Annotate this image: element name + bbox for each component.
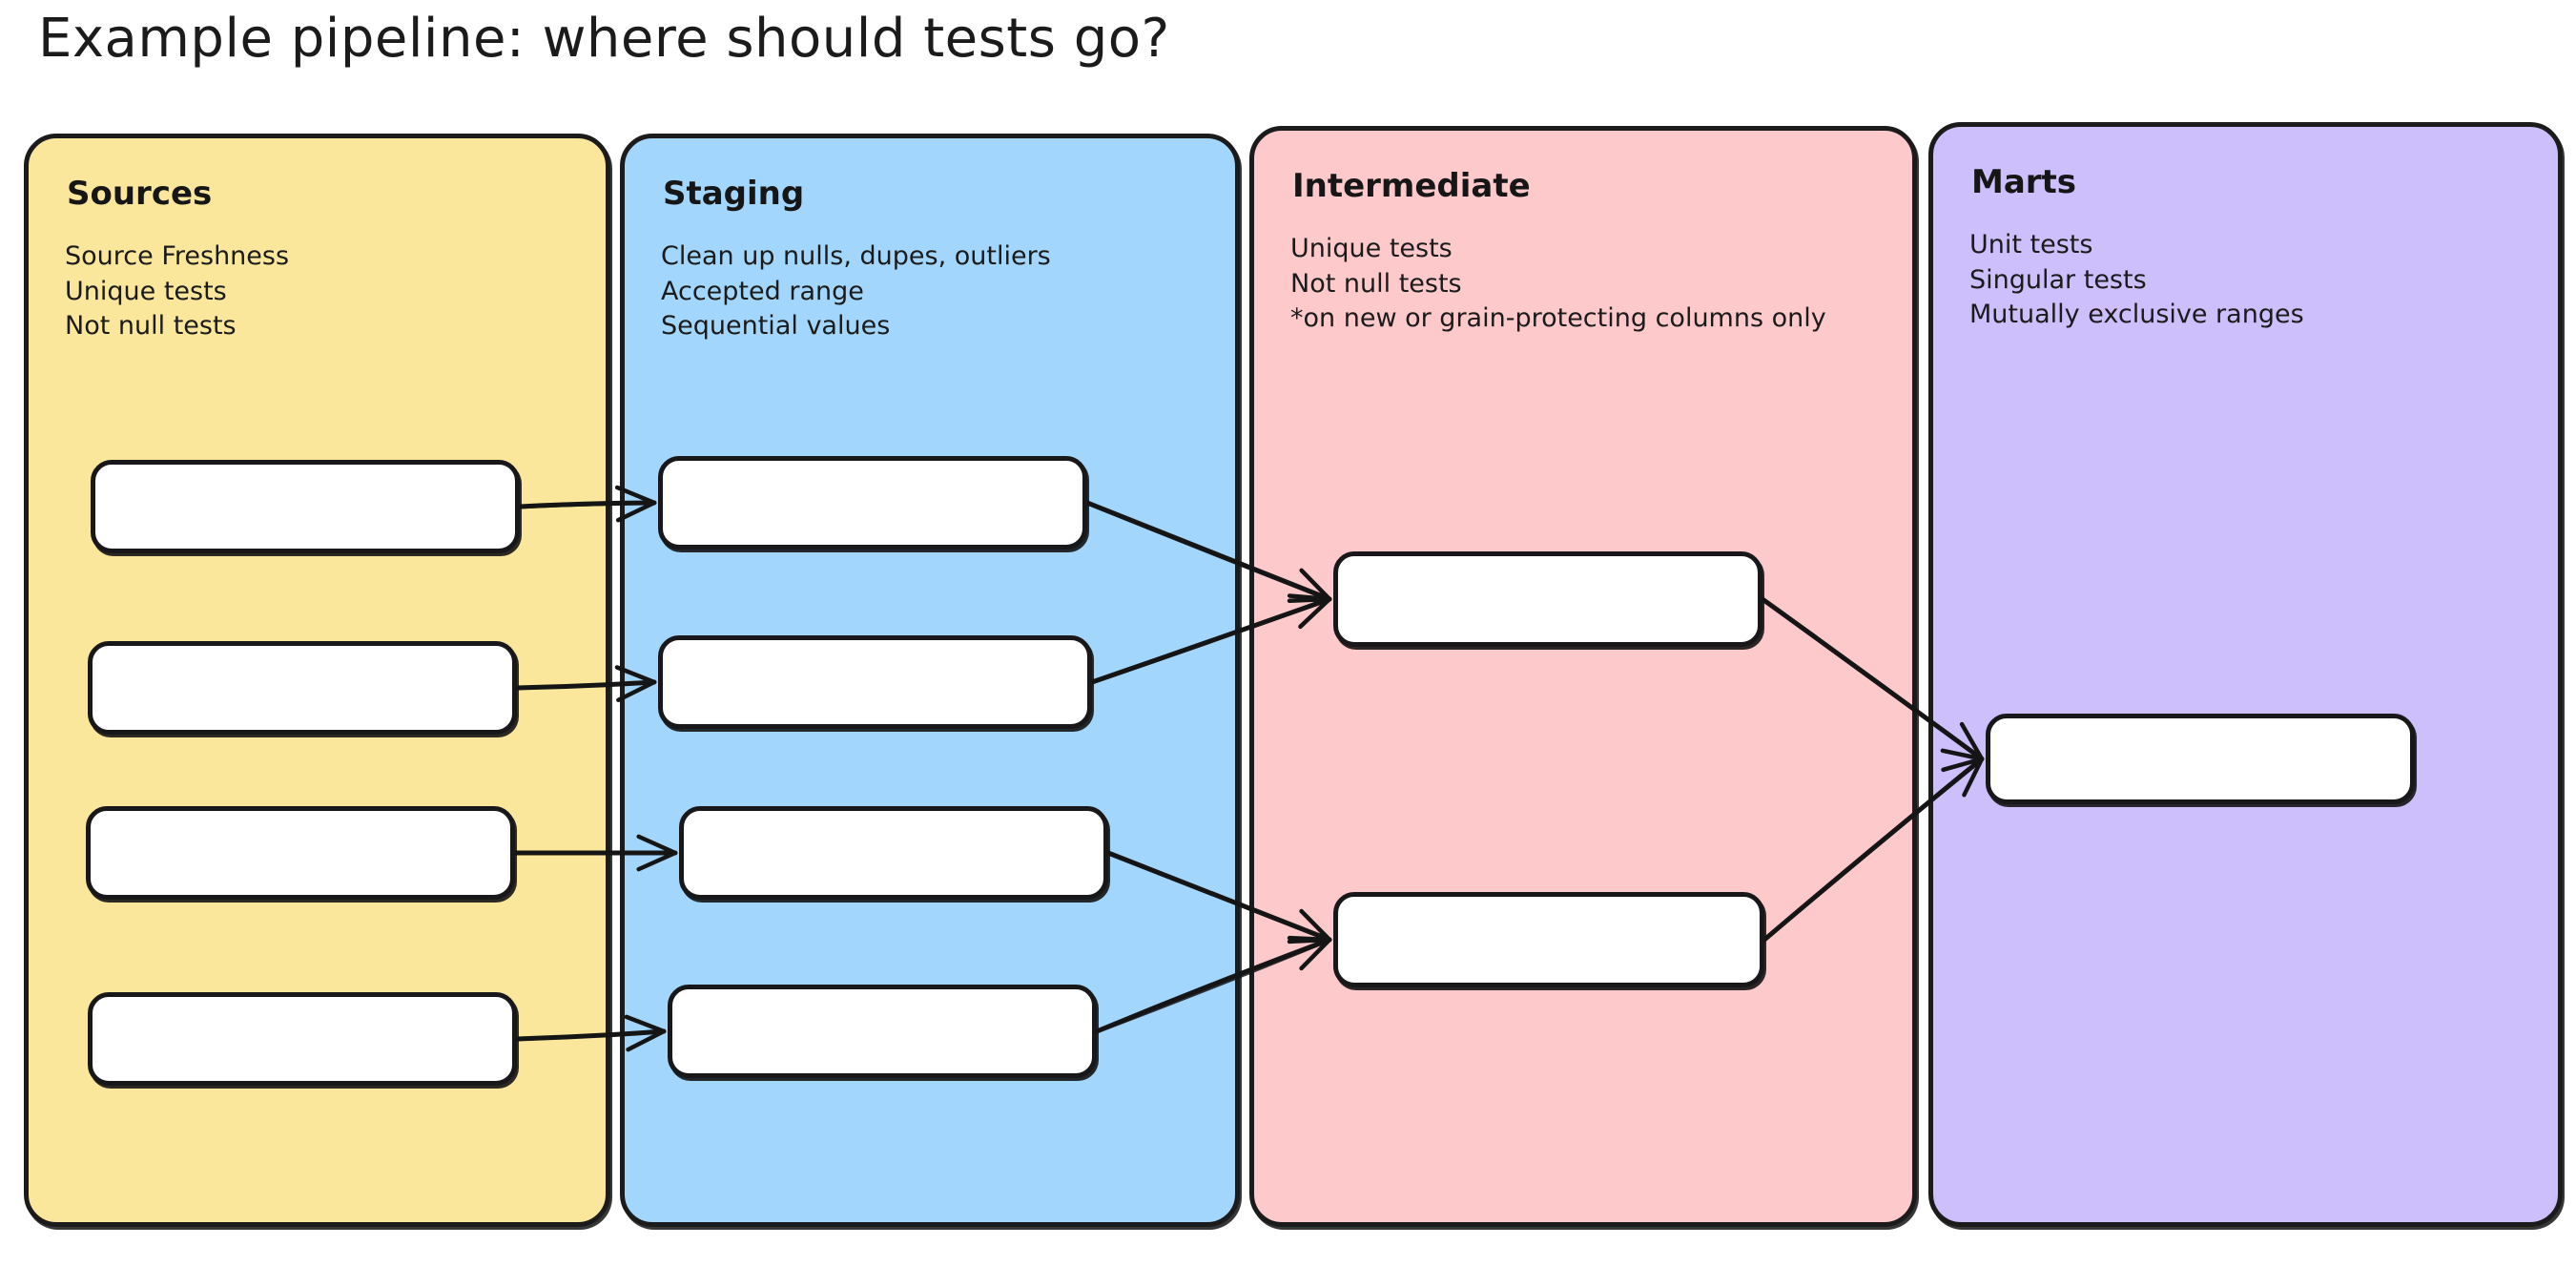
- node-stg-4[interactable]: [668, 985, 1097, 1078]
- lane-note-line: Sequential values: [661, 309, 1051, 344]
- lane-title-staging: Staging: [663, 175, 804, 213]
- lane-note-line: Clean up nulls, dupes, outliers: [661, 239, 1051, 275]
- lane-note-line: *on new or grain-protecting columns only: [1290, 301, 1826, 337]
- node-src-3[interactable]: [86, 806, 515, 900]
- lane-title-intermediate: Intermediate: [1292, 167, 1531, 205]
- node-stg-1[interactable]: [658, 456, 1087, 550]
- lane-note-line: Source Freshness: [65, 239, 289, 275]
- lane-title-sources: Sources: [67, 175, 212, 213]
- page-title: Example pipeline: where should tests go?: [38, 8, 1170, 70]
- lane-note-line: Unique tests: [1290, 232, 1826, 267]
- lane-notes-marts: Unit testsSingular testsMutually exclusi…: [1969, 228, 2304, 333]
- lane-marts: MartsUnit testsSingular testsMutually ex…: [1928, 122, 2563, 1227]
- lane-title-marts: Marts: [1971, 163, 2076, 201]
- lane-note-line: Mutually exclusive ranges: [1969, 298, 2304, 333]
- node-int-1[interactable]: [1333, 551, 1762, 647]
- lane-note-line: Unit tests: [1969, 228, 2304, 263]
- node-int-2[interactable]: [1333, 892, 1764, 987]
- lane-note-line: Singular tests: [1969, 263, 2304, 299]
- node-src-1[interactable]: [91, 460, 520, 553]
- node-stg-2[interactable]: [658, 635, 1092, 729]
- node-stg-3[interactable]: [679, 806, 1108, 900]
- node-src-4[interactable]: [88, 992, 517, 1086]
- lane-notes-intermediate: Unique testsNot null tests*on new or gra…: [1290, 232, 1826, 337]
- lane-notes-sources: Source FreshnessUnique testsNot null tes…: [65, 239, 289, 344]
- lane-intermediate: IntermediateUnique testsNot null tests*o…: [1249, 126, 1917, 1227]
- lane-note-line: Accepted range: [661, 275, 1051, 310]
- lane-note-line: Not null tests: [1290, 267, 1826, 302]
- node-src-2[interactable]: [88, 641, 517, 735]
- node-mart-1[interactable]: [1986, 714, 2415, 804]
- lane-note-line: Unique tests: [65, 275, 289, 310]
- lane-notes-staging: Clean up nulls, dupes, outliersAccepted …: [661, 239, 1051, 344]
- lane-note-line: Not null tests: [65, 309, 289, 344]
